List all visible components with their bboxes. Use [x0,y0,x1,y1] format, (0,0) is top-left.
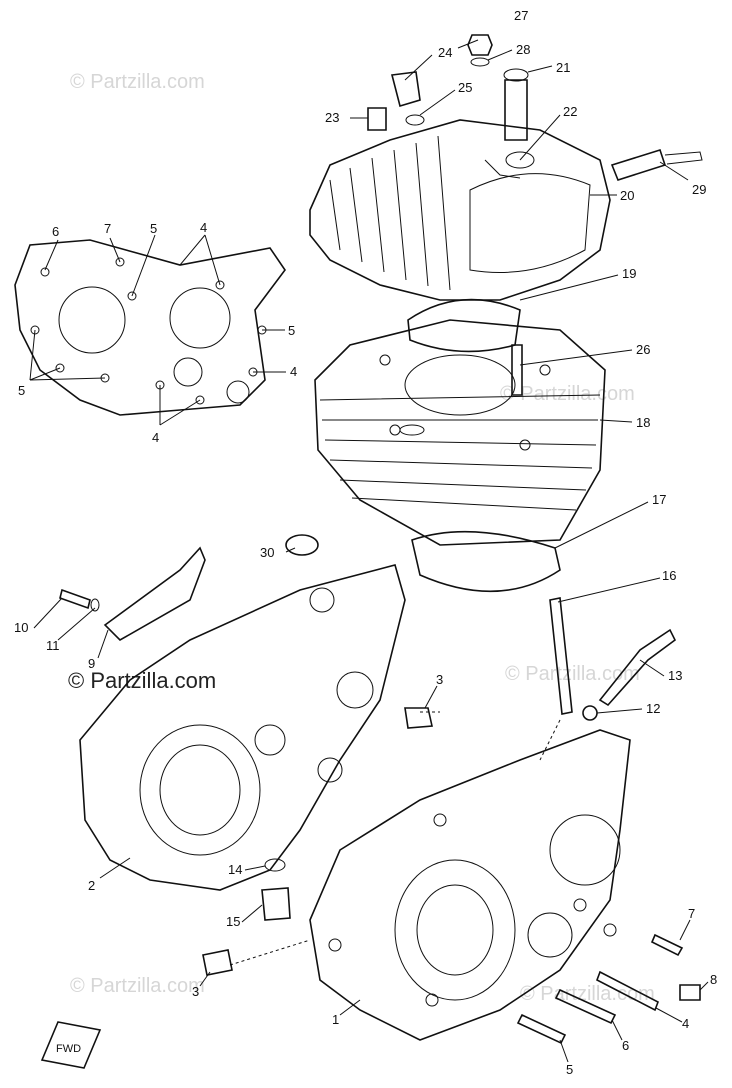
cylinder-stud [511,344,523,396]
callout-2: 2 [88,878,95,893]
guide-bolt [59,588,91,610]
callout-4-right: 4 [290,364,297,379]
callout-8: 8 [710,972,717,987]
watermark-2: © Partzilla.com [500,383,635,405]
bolt-7 [650,933,684,957]
lever-fitting [582,705,598,721]
head-gasket [407,298,521,353]
head-bolt [503,68,529,141]
watermark-5: © Partzilla.com [520,983,655,1005]
leader-lines [29,39,709,1063]
watermark-3: © Partzilla.com [505,663,640,685]
dowel-lower [202,949,233,976]
callout-4-lower: 4 [682,1016,689,1031]
callout-26: 26 [636,342,650,357]
callout-20: 20 [620,188,634,203]
left-crankcase [79,564,406,891]
callout-25: 25 [458,80,472,95]
callout-29: 29 [692,182,706,197]
callout-30: 30 [260,545,274,560]
small-gasket [405,114,425,126]
callout-17: 17 [652,492,666,507]
guide-washer [90,598,100,612]
callout-5-right: 5 [288,323,295,338]
callout-11: 11 [46,638,60,653]
callout-19: 19 [622,266,636,281]
callout-7: 7 [104,221,111,236]
nut-and-washer [467,34,493,67]
dowel-pin [367,107,387,131]
callout-22: 22 [563,104,577,119]
callout-6: 6 [52,224,59,239]
callout-27: 27 [514,8,528,23]
oil-cap [285,534,319,556]
fwd-badge: FWD [40,1021,102,1069]
case-stud [549,597,573,715]
callout-12: 12 [646,701,660,716]
callout-4-top: 4 [200,220,207,235]
plug-fitting [390,71,421,108]
cylinder-head [309,119,611,301]
drain-plug [261,887,291,921]
callout-9: 9 [88,656,95,671]
callout-5-left: 5 [18,383,25,398]
plug-8 [679,984,701,1001]
cylinder-block [314,319,606,546]
callout-21: 21 [556,60,570,75]
callout-1: 1 [332,1012,339,1027]
base-gasket [411,530,561,593]
bolt-6 [554,988,617,1025]
callout-4-bottom: 4 [152,430,159,445]
callout-16: 16 [662,568,676,583]
callout-3-lower: 3 [192,984,199,999]
watermark-4: © Partzilla.com [70,975,205,997]
chain-guide [103,546,206,641]
callout-18: 18 [636,415,650,430]
callout-15: 15 [226,914,240,929]
callouts: 27 24 28 21 25 23 22 29 20 6 7 5 4 19 5 … [14,8,717,1077]
callout-28: 28 [516,42,530,57]
callout-5-lower: 5 [566,1062,573,1077]
bolt-5 [516,1013,567,1045]
callout-6-lower: 6 [622,1038,629,1053]
watermarks: © Partzilla.com © Partzilla.com © Partzi… [68,71,655,1005]
fwd-text: FWD [56,1043,81,1055]
callout-7-right: 7 [688,906,695,921]
right-crankcase [309,729,631,1041]
callout-13: 13 [668,668,682,683]
lever-rod [598,628,677,707]
callout-24: 24 [438,45,452,60]
crankcase-bolt-pattern-view [14,239,286,416]
callout-3-upper: 3 [436,672,443,687]
drain-gasket [264,858,286,872]
callout-23: 23 [325,110,339,125]
bolt-4 [596,970,659,1012]
watermark-1: © Partzilla.com [70,71,205,93]
callout-5-top: 5 [150,221,157,236]
callout-14: 14 [228,862,242,877]
callout-10: 10 [14,620,28,635]
spark-plug [610,149,703,181]
dowel-upper [404,707,433,729]
